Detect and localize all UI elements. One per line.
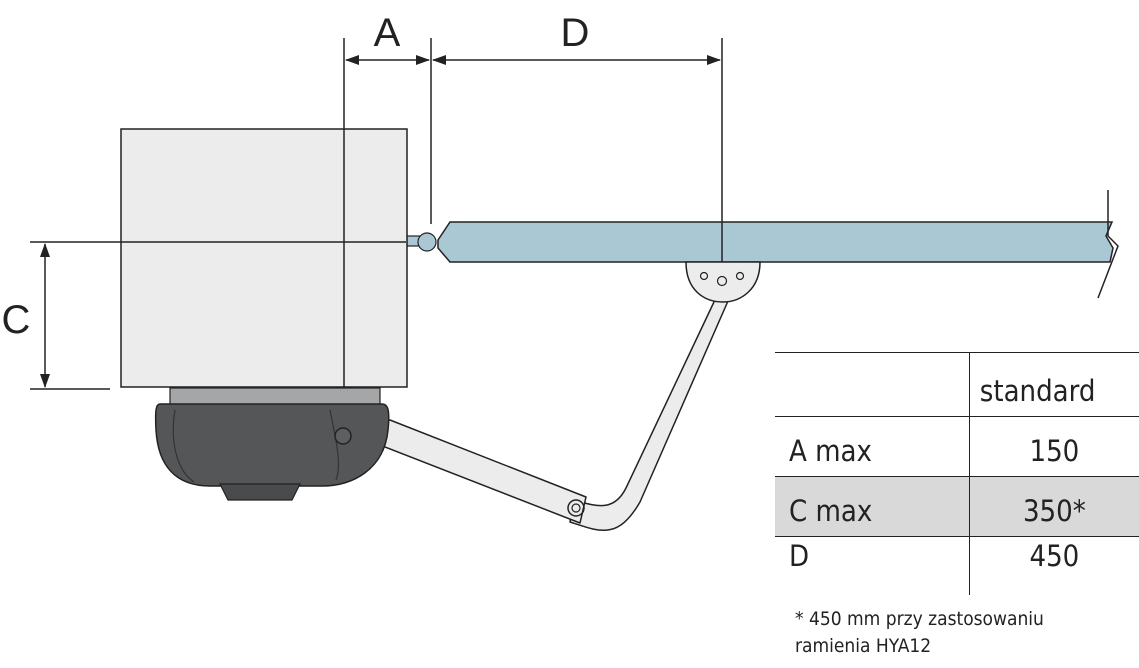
motor-screw bbox=[334, 427, 352, 445]
dim-label-a: A bbox=[374, 11, 401, 55]
gate-bracket bbox=[685, 261, 761, 303]
pivot-ball bbox=[417, 232, 437, 252]
motor-body bbox=[154, 403, 390, 487]
dim-label-c: C bbox=[2, 298, 31, 342]
footnote: * 450 mm przy zastosowaniu ramienia HYA1… bbox=[795, 606, 1125, 660]
table-row: C max 350* bbox=[775, 476, 1139, 537]
row-label: D bbox=[789, 539, 810, 573]
gate-leaf bbox=[437, 221, 1114, 263]
gate-break-mark bbox=[1097, 190, 1119, 299]
table-header-label bbox=[775, 353, 969, 417]
spec-table: standard A max 150 C max 350* D 450 bbox=[775, 352, 1139, 595]
motor-detail bbox=[172, 409, 195, 483]
motor-detail bbox=[329, 409, 340, 481]
table-row: D 450 bbox=[775, 536, 1139, 595]
row-label: A max bbox=[789, 434, 872, 468]
row-label: C max bbox=[789, 494, 873, 528]
bent-arm bbox=[569, 284, 736, 531]
motor-foot bbox=[219, 483, 301, 501]
row-value: 450 bbox=[968, 536, 1139, 595]
table-row: A max 150 bbox=[775, 416, 1139, 477]
dim-label-d: D bbox=[561, 11, 590, 55]
footnote-line-2: ramienia HYA12 bbox=[795, 635, 932, 657]
pillar bbox=[120, 128, 408, 388]
bracket-hole bbox=[735, 271, 745, 281]
arm-joint-inner bbox=[571, 503, 581, 513]
arm-joint bbox=[567, 499, 585, 517]
row-value: 350* bbox=[968, 476, 1139, 537]
footnote-line-1: * 450 mm przy zastosowaniu bbox=[795, 608, 1044, 630]
table-header-row: standard bbox=[775, 352, 1139, 417]
row-value: 150 bbox=[968, 416, 1139, 477]
straight-arm bbox=[369, 419, 587, 524]
bracket-hole bbox=[699, 271, 709, 281]
bracket-hole bbox=[716, 275, 728, 287]
table-header-value: standard bbox=[968, 352, 1139, 417]
